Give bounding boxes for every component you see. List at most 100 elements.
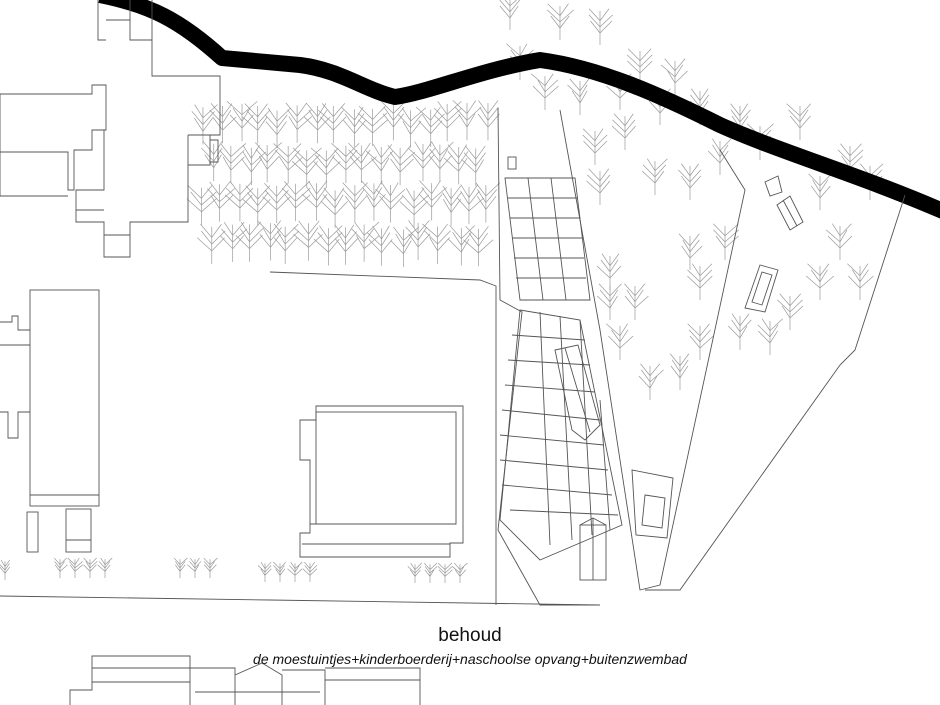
tree-symbol — [342, 182, 368, 223]
building-complex-north — [0, 84, 107, 191]
tree-symbol — [191, 104, 218, 145]
tree-symbol — [83, 557, 98, 578]
building-lower-step — [0, 152, 130, 236]
tree-symbol — [808, 173, 832, 210]
tree-symbol — [387, 145, 416, 186]
allotment-grid-north — [504, 177, 591, 301]
tree-symbol — [54, 557, 68, 578]
tree-symbol — [582, 128, 608, 165]
tree-symbol — [407, 562, 422, 583]
tree-symbol — [262, 182, 291, 224]
tree-symbol — [301, 180, 328, 221]
tree-layer — [0, 0, 884, 583]
kiosk — [507, 156, 517, 170]
tree-symbol — [626, 48, 653, 85]
tree-symbol — [67, 557, 83, 578]
tree-symbol — [310, 147, 341, 188]
tree-symbol — [257, 561, 272, 582]
tree-symbol — [596, 283, 622, 320]
building-annex — [187, 134, 219, 165]
tree-symbol — [380, 100, 407, 141]
tree-symbol — [546, 3, 575, 40]
tree-symbol — [351, 221, 380, 262]
pavilion — [631, 469, 674, 539]
tree-symbol — [302, 561, 318, 582]
tree-symbol — [433, 101, 462, 142]
side-wing-west — [0, 315, 30, 439]
tree-symbol — [348, 142, 377, 183]
tree-symbol — [273, 143, 304, 184]
tree-symbol — [257, 220, 282, 261]
building-south — [69, 655, 421, 705]
tree-symbol — [365, 144, 394, 185]
tree-symbol — [219, 221, 248, 263]
tree-symbol — [390, 226, 420, 267]
tree-symbol — [418, 180, 447, 221]
caption-subtitle: de moestuintjes+kinderboerderij+naschool… — [253, 651, 687, 667]
building-wing-north — [97, 0, 153, 41]
tree-symbol — [847, 263, 874, 300]
tree-symbol — [447, 225, 476, 266]
tree-symbol — [318, 103, 347, 144]
farm-barn — [554, 344, 601, 441]
allotment-grid-south — [499, 309, 623, 561]
tree-symbol — [273, 561, 287, 582]
tree-symbol — [428, 141, 454, 183]
shed-small-b — [65, 508, 92, 553]
tree-symbol — [757, 318, 783, 355]
tree-symbol — [187, 557, 202, 578]
tree-symbol — [456, 184, 485, 225]
tree-symbol — [293, 220, 323, 261]
tree-symbol — [475, 182, 501, 223]
tree-symbol — [452, 562, 468, 583]
tree-symbol — [303, 103, 331, 144]
tree-symbol — [437, 562, 453, 583]
tree-symbol — [596, 253, 622, 290]
tree-symbol — [624, 283, 649, 320]
tree-symbol — [334, 224, 359, 265]
tree-symbol — [586, 168, 611, 205]
tree-symbol — [255, 142, 283, 183]
tree-symbol — [285, 102, 313, 143]
tree-symbol — [281, 180, 311, 222]
central-building — [299, 405, 464, 558]
tree-symbol — [777, 293, 804, 330]
site-boundary-line — [98, 0, 940, 219]
tree-symbol — [375, 182, 406, 223]
tree-symbol — [207, 181, 235, 222]
tree-symbol — [242, 103, 270, 144]
tree-symbol — [186, 184, 217, 226]
shed-small-a — [26, 511, 39, 553]
tree-symbol — [424, 562, 438, 583]
tree-symbol — [825, 223, 853, 260]
tree-symbol — [97, 557, 113, 578]
tree-symbol — [287, 561, 303, 582]
small-hut-b — [776, 195, 804, 231]
tree-symbol — [242, 185, 271, 226]
tree-symbol — [588, 8, 613, 45]
tree-symbol — [443, 144, 469, 185]
tree-symbol — [264, 107, 291, 148]
tree-symbol — [196, 224, 226, 265]
tree-symbol — [200, 140, 223, 182]
tree-symbol — [422, 223, 451, 264]
long-building-west — [29, 289, 100, 507]
small-hut-a — [764, 175, 783, 197]
tree-symbol — [837, 143, 864, 180]
tree-symbol — [203, 557, 218, 578]
tree-symbol — [638, 363, 664, 400]
tree-symbol — [0, 559, 11, 580]
tree-symbol — [209, 103, 237, 144]
tree-symbol — [399, 187, 430, 228]
swimming-pool — [744, 264, 779, 313]
tree-symbol — [313, 225, 343, 266]
tree-symbol — [660, 58, 688, 95]
tree-symbol — [241, 145, 267, 186]
tree-symbol — [398, 107, 427, 148]
tree-symbol — [463, 226, 494, 267]
tree-symbol — [235, 221, 264, 262]
tree-symbol — [273, 223, 300, 264]
tree-symbol — [678, 233, 703, 270]
